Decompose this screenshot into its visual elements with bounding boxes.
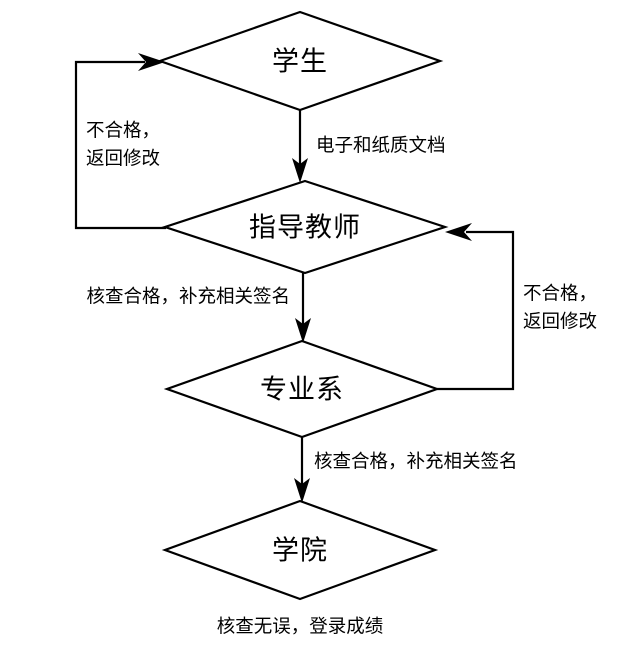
edge-label-advisor-to-student: 不合格， 返回修改 <box>86 121 160 170</box>
arrow-head-right-icon <box>138 53 165 71</box>
edge-label-line-2: 返回修改 <box>523 312 597 333</box>
node-college[interactable]: 学院 <box>161 499 439 601</box>
node-student-diamond[interactable] <box>156 10 444 112</box>
edge-label-student-to-advisor: 电子和纸质文档 <box>316 136 446 157</box>
node-advisor-diamond[interactable] <box>161 179 449 275</box>
edge-label-line-2: 返回修改 <box>86 149 160 170</box>
arrow-head-down-icon <box>292 158 308 183</box>
edge-line <box>74 60 166 230</box>
node-college-diamond[interactable] <box>161 499 439 601</box>
edge-label-advisor-to-department: 核查合格，补充相关签名 <box>86 287 290 308</box>
edge-department-to-advisor <box>437 223 515 391</box>
node-student[interactable]: 学生 <box>156 10 444 112</box>
edge-advisor-to-department <box>295 273 311 343</box>
node-college-label: 学院 <box>272 536 328 567</box>
edge-line <box>437 230 515 391</box>
node-department-label: 专业系 <box>260 375 344 406</box>
edge-label-department-to-advisor: 不合格， 返回修改 <box>523 284 597 333</box>
edge-label-college-output: 核查无误，登录成绩 <box>217 617 384 638</box>
node-department-diamond[interactable] <box>163 339 441 439</box>
arrow-head-left-icon <box>445 223 472 241</box>
arrow-head-down-icon <box>294 478 310 503</box>
edge-advisor-to-student <box>74 53 166 230</box>
node-advisor-label: 指导教师 <box>249 213 361 244</box>
edge-department-to-college <box>294 437 310 503</box>
edge-label-department-to-college: 核查合格，补充相关签名 <box>314 452 518 473</box>
node-advisor[interactable]: 指导教师 <box>161 179 449 275</box>
edge-label-line-1: 不合格， <box>523 284 597 305</box>
edge-label-line-1: 不合格， <box>86 121 160 142</box>
node-department[interactable]: 专业系 <box>163 339 441 439</box>
arrow-head-down-icon <box>295 318 311 343</box>
edge-student-to-advisor <box>292 110 308 183</box>
node-student-label: 学生 <box>272 47 328 78</box>
